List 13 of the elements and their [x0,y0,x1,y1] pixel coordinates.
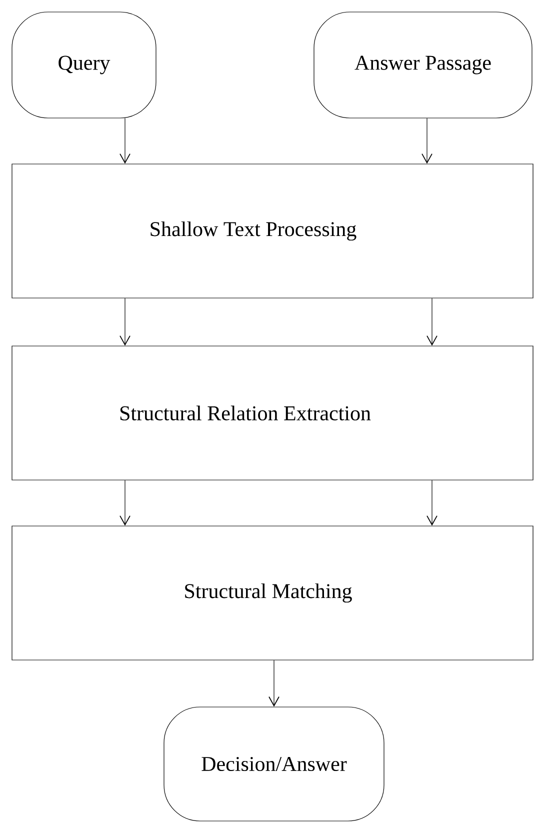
arrow [426,298,438,346]
process-box: Structural Relation Extraction [12,346,534,480]
arrow [120,480,130,526]
arrow [120,118,130,164]
terminal-box: Query [12,12,156,118]
arrow [426,480,438,526]
process-box: Structural Matching [12,526,534,660]
process-box: Shallow Text Processing [12,164,534,298]
arrow [422,118,432,164]
terminal-box: Decision/Answer [164,706,384,822]
arrow [120,298,130,346]
terminal-box: Answer Passage [314,12,532,118]
arrow [268,660,280,707]
